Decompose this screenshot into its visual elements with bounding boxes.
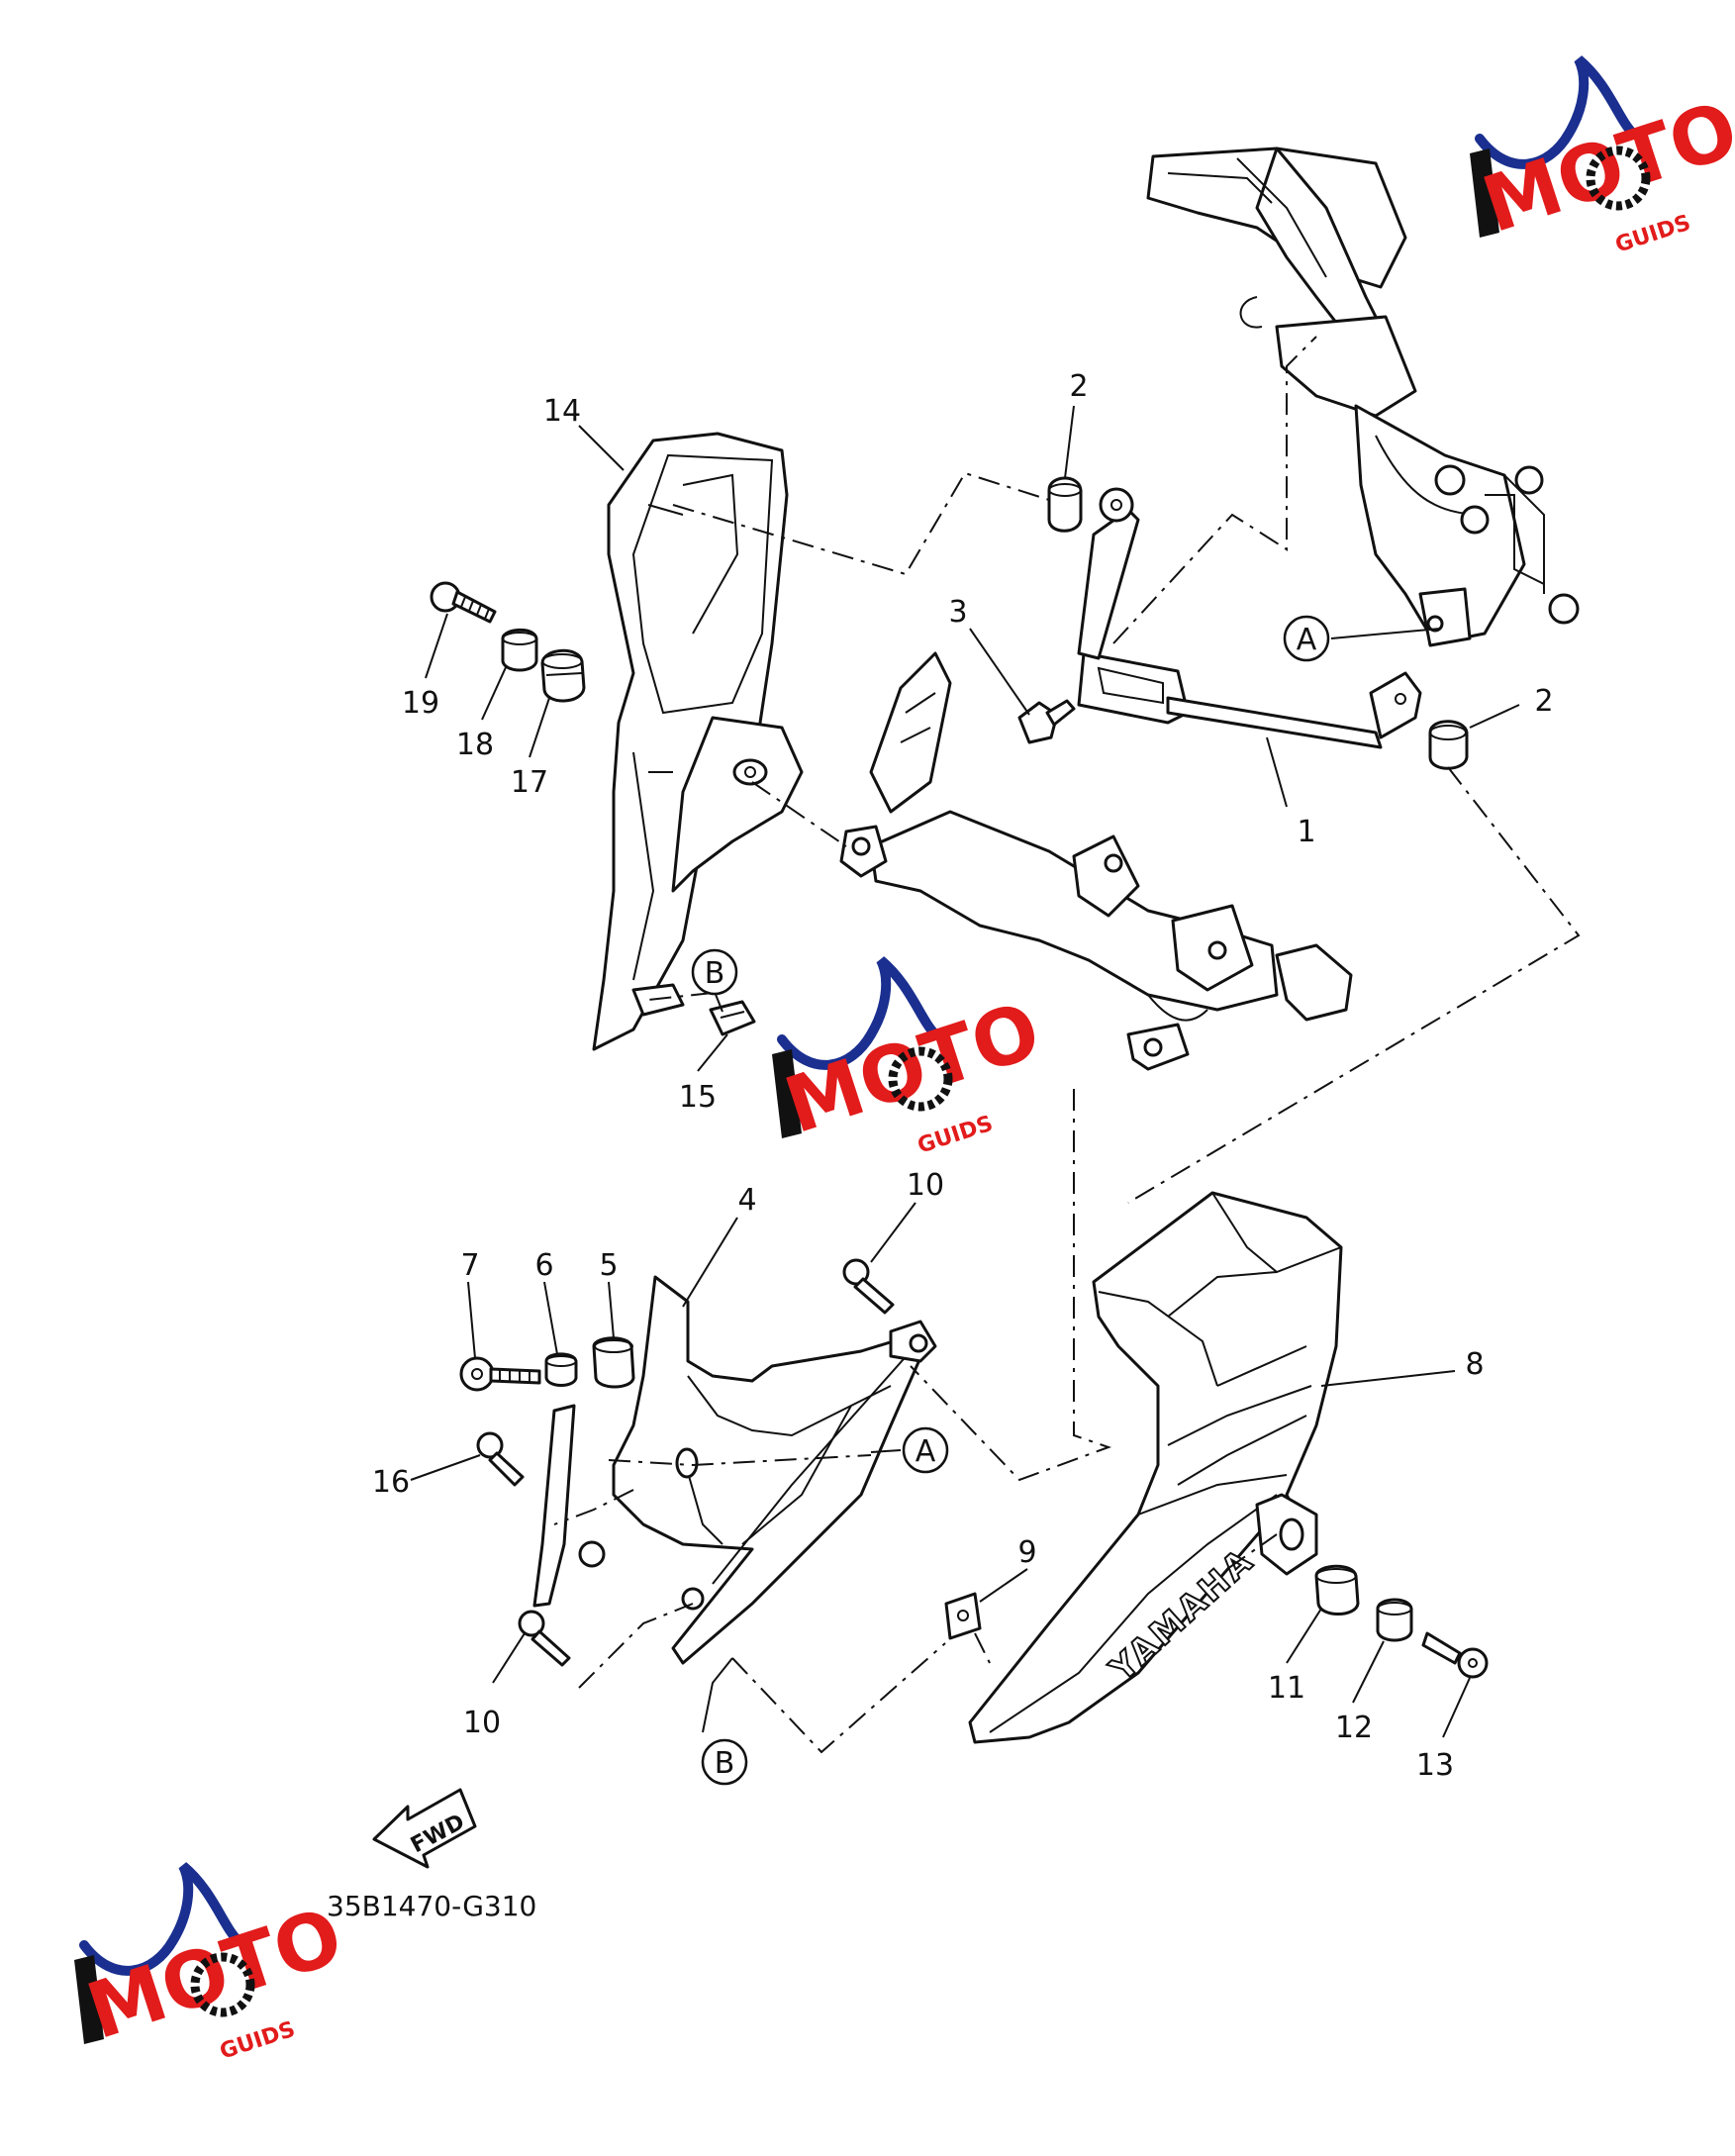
part-11-grommet [1314, 1564, 1360, 1616]
callout-11: 11 [1268, 1671, 1305, 1706]
ref-b-lower: B [701, 1738, 748, 1786]
diagram-code: 35B1470-G310 [327, 1890, 536, 1922]
callout-10-upper: 10 [907, 1168, 944, 1203]
svg-text:B: B [715, 1746, 735, 1781]
leader-lines [410, 405, 1520, 1738]
callout-15: 15 [679, 1080, 717, 1115]
svg-text:MOTO: MOTO [775, 986, 1050, 1151]
callout-19: 19 [402, 686, 439, 721]
part-5-grommet [592, 1336, 635, 1389]
callout-2-upper: 2 [1069, 369, 1088, 404]
fwd-arrow: FWD [372, 1788, 477, 1869]
part-2-grommet-upper [1047, 476, 1083, 533]
part-17-grommet [540, 648, 586, 703]
callout-7: 7 [460, 1248, 479, 1283]
svg-text:GUIDS: GUIDS [1612, 211, 1693, 258]
part-10-screw-upper [842, 1258, 895, 1315]
svg-text:GUIDS: GUIDS [915, 1112, 996, 1159]
callout-9: 9 [1017, 1535, 1036, 1570]
callout-16: 16 [372, 1465, 410, 1500]
callout-labels: 1 2 2 3 4 5 6 7 8 9 10 10 11 12 13 14 15… [372, 369, 1554, 1783]
svg-text:MOTO: MOTO [77, 1892, 352, 2057]
callout-5: 5 [599, 1248, 618, 1283]
part-2-grommet-lower [1428, 720, 1469, 770]
part-10-screw-lower [518, 1610, 571, 1667]
part-15-clip [709, 1000, 756, 1036]
svg-text:A: A [916, 1434, 936, 1469]
part-8-front-cowl: YAMAHA [968, 1191, 1343, 1744]
callout-8: 8 [1465, 1347, 1484, 1382]
svg-text:GUIDS: GUIDS [217, 2017, 298, 2065]
part-18-collar [501, 628, 538, 672]
callout-14: 14 [543, 394, 581, 429]
part-12-collar [1376, 1598, 1413, 1642]
part-13-bolt [1421, 1631, 1489, 1679]
ref-a-lower: A [902, 1426, 949, 1474]
callout-12: 12 [1335, 1711, 1373, 1745]
ref-b-upper: B [691, 948, 738, 996]
assembly-lines [553, 336, 1581, 1754]
callout-10-lower: 10 [463, 1706, 501, 1740]
svg-text:MOTO: MOTO [1473, 85, 1735, 250]
callout-2-lower: 2 [1534, 684, 1553, 719]
frame-headstock [1146, 147, 1580, 647]
part-7-bolt [459, 1356, 541, 1392]
watermark-logo-top-right: MOTO GUIDS [1470, 55, 1735, 258]
callout-3: 3 [948, 595, 967, 630]
ref-a-top: A [1283, 615, 1330, 662]
part-3-bolt [1017, 699, 1076, 744]
part-16-trim-strip [532, 1404, 576, 1608]
part-6-collar [544, 1352, 578, 1387]
callout-4: 4 [737, 1183, 756, 1218]
watermark-logo-center: MOTO GUIDS [772, 956, 1050, 1159]
callout-1: 1 [1297, 815, 1315, 849]
svg-text:B: B [705, 956, 725, 991]
callout-6: 6 [534, 1248, 553, 1283]
callout-13: 13 [1416, 1748, 1454, 1783]
part-14-inner-panel [592, 432, 804, 1051]
svg-text:A: A [1297, 623, 1317, 657]
part-1-stay [1077, 487, 1422, 749]
headlight-bracket [839, 651, 1353, 1071]
callout-17: 17 [511, 765, 548, 800]
part-4-side-cowl [578, 1275, 937, 1665]
watermark-logo-bottom-left: MOTO GUIDS [74, 1862, 352, 2065]
part-19-bolt [430, 581, 497, 624]
part-16-screw [476, 1431, 525, 1487]
part-9-nut-clip [944, 1592, 982, 1640]
callout-18: 18 [456, 728, 494, 762]
